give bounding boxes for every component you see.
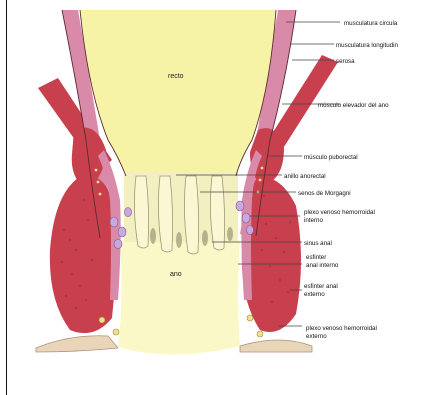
label-musculo-puborectal: músculo puborectal (304, 154, 358, 161)
label-sinus-anal: sinus anal (304, 240, 332, 247)
right-perianal-skin (240, 340, 312, 352)
label-serosa: serosa (336, 58, 355, 65)
anal-canal-lumen (118, 240, 240, 354)
rectal-lumen (80, 10, 276, 176)
label-musculatura-circular: musculatura circula (344, 20, 398, 27)
label-recto: recto (168, 73, 184, 80)
label-plexo-venoso-interno: plexo venoso hemorroidal interno (304, 209, 377, 224)
label-musculatura-longitudinal: musculatura longitudin (336, 42, 398, 49)
label-musculo-elevador-del-ano: músculo elevador del ano (318, 102, 389, 109)
label-anillo-anorectal: anillo anorectal (284, 173, 326, 180)
label-ano: ano (170, 271, 182, 278)
label-plexo-venoso-externo: plexo venoso hemorroidal externo (306, 325, 379, 340)
left-perianal-skin (36, 336, 118, 352)
label-esfinter-anal-externo: esfinter anal externo (304, 283, 339, 298)
label-esfinter-anal-interno: esfinter anal interno (306, 254, 339, 269)
left-external-sphincter (50, 176, 116, 333)
label-senos-de-morgagni: senos de Morgagni (298, 190, 351, 197)
